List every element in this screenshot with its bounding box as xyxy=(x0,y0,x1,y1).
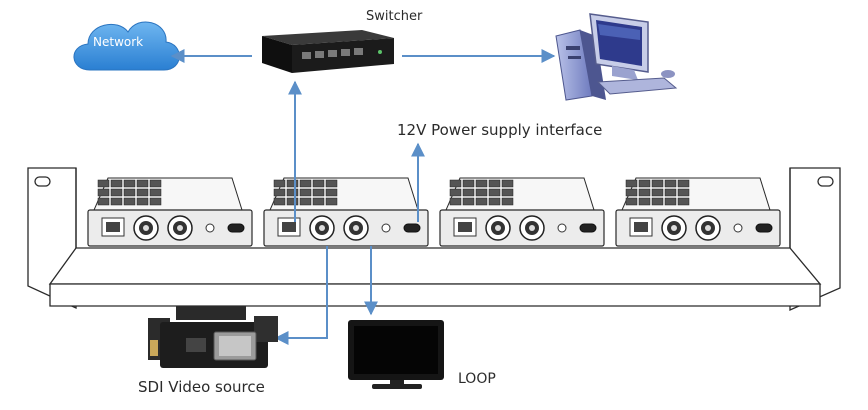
heatsink-fin xyxy=(273,188,286,197)
heatsink-fin xyxy=(299,188,312,197)
rj45-socket xyxy=(106,222,120,232)
heatsink-fin xyxy=(312,197,325,206)
bnc-connector-pin xyxy=(319,225,325,231)
monitor-icon xyxy=(348,320,444,389)
status-led xyxy=(381,223,391,233)
heatsink-fin xyxy=(475,188,488,197)
rj45-socket xyxy=(634,222,648,232)
power-port xyxy=(227,223,245,233)
heatsink-fin xyxy=(286,197,299,206)
connection-lines xyxy=(170,49,556,345)
heatsink-fin xyxy=(625,188,638,197)
power-port xyxy=(755,223,773,233)
heatsink-fin xyxy=(501,197,514,206)
heatsink-fin xyxy=(638,179,651,188)
heatsink-fin xyxy=(677,197,690,206)
heatsink-fin xyxy=(664,188,677,197)
heatsink-fin xyxy=(501,179,514,188)
bnc-connector-pin xyxy=(495,225,501,231)
heatsink-fin xyxy=(462,179,475,188)
heatsink-fin xyxy=(638,188,651,197)
heatsink-fin xyxy=(325,179,338,188)
heatsink-fin xyxy=(488,197,501,206)
desktop-computer-icon xyxy=(555,13,678,101)
heatsink-fin xyxy=(462,197,475,206)
heatsink-fin xyxy=(325,197,338,206)
rack-module xyxy=(615,177,781,247)
heatsink-fin xyxy=(449,197,462,206)
heatsink-fin xyxy=(312,179,325,188)
heatsink-fin xyxy=(286,188,299,197)
bnc-connector-pin xyxy=(177,225,183,231)
heatsink-fin xyxy=(123,197,136,206)
rack-module xyxy=(87,177,253,247)
rack-module xyxy=(263,177,429,247)
heatsink-fin xyxy=(149,197,162,206)
status-led xyxy=(205,223,215,233)
status-led xyxy=(557,223,567,233)
heatsink-fin xyxy=(449,188,462,197)
bnc-connector-pin xyxy=(353,225,359,231)
bnc-connector-pin xyxy=(143,225,149,231)
heatsink-fin xyxy=(312,188,325,197)
heatsink-fin xyxy=(123,188,136,197)
heatsink-fin xyxy=(488,188,501,197)
heatsink-fin xyxy=(325,188,338,197)
heatsink-fin xyxy=(475,197,488,206)
power-port xyxy=(579,223,597,233)
switcher-label: Switcher xyxy=(366,9,423,24)
power-port xyxy=(403,223,421,233)
heatsink-fin xyxy=(149,188,162,197)
heatsink-fin xyxy=(638,197,651,206)
heatsink-fin xyxy=(97,179,110,188)
heatsink-fin xyxy=(97,197,110,206)
heatsink-fin xyxy=(475,179,488,188)
rack-modules xyxy=(87,177,781,247)
network-label: Network xyxy=(93,35,144,49)
video-camera-icon xyxy=(148,306,278,368)
heatsink-fin xyxy=(625,179,638,188)
heatsink-fin xyxy=(273,197,286,206)
sdi-input-line xyxy=(274,246,328,345)
heatsink-fin xyxy=(110,197,123,206)
heatsink-fin xyxy=(449,179,462,188)
rj45-socket xyxy=(458,222,472,232)
heatsink-fin xyxy=(286,179,299,188)
heatsink-fin xyxy=(136,197,149,206)
heatsink-fin xyxy=(149,179,162,188)
heatsink-fin xyxy=(651,197,664,206)
ethernet-switch-icon xyxy=(262,30,394,73)
heatsink-fin xyxy=(664,179,677,188)
heatsink-fin xyxy=(488,179,501,188)
rack-module xyxy=(439,177,605,247)
rj45-socket xyxy=(282,222,296,232)
heatsink-fin xyxy=(501,188,514,197)
bnc-connector-pin xyxy=(705,225,711,231)
bnc-connector-pin xyxy=(671,225,677,231)
bnc-connector-pin xyxy=(529,225,535,231)
rack-chassis xyxy=(27,167,841,311)
heatsink-fin xyxy=(651,188,664,197)
status-led xyxy=(733,223,743,233)
heatsink-fin xyxy=(664,197,677,206)
sdi-source-label: SDI Video source xyxy=(138,378,265,396)
heatsink-fin xyxy=(462,188,475,197)
loop-label: LOOP xyxy=(458,371,496,387)
heatsink-fin xyxy=(136,188,149,197)
heatsink-fin xyxy=(299,179,312,188)
heatsink-fin xyxy=(273,179,286,188)
heatsink-fin xyxy=(651,179,664,188)
heatsink-fin xyxy=(677,188,690,197)
heatsink-fin xyxy=(110,179,123,188)
heatsink-fin xyxy=(136,179,149,188)
heatsink-fin xyxy=(123,179,136,188)
heatsink-fin xyxy=(625,197,638,206)
heatsink-fin xyxy=(97,188,110,197)
heatsink-fin xyxy=(110,188,123,197)
heatsink-fin xyxy=(299,197,312,206)
power-supply-label: 12V Power supply interface xyxy=(397,121,603,139)
heatsink-fin xyxy=(677,179,690,188)
